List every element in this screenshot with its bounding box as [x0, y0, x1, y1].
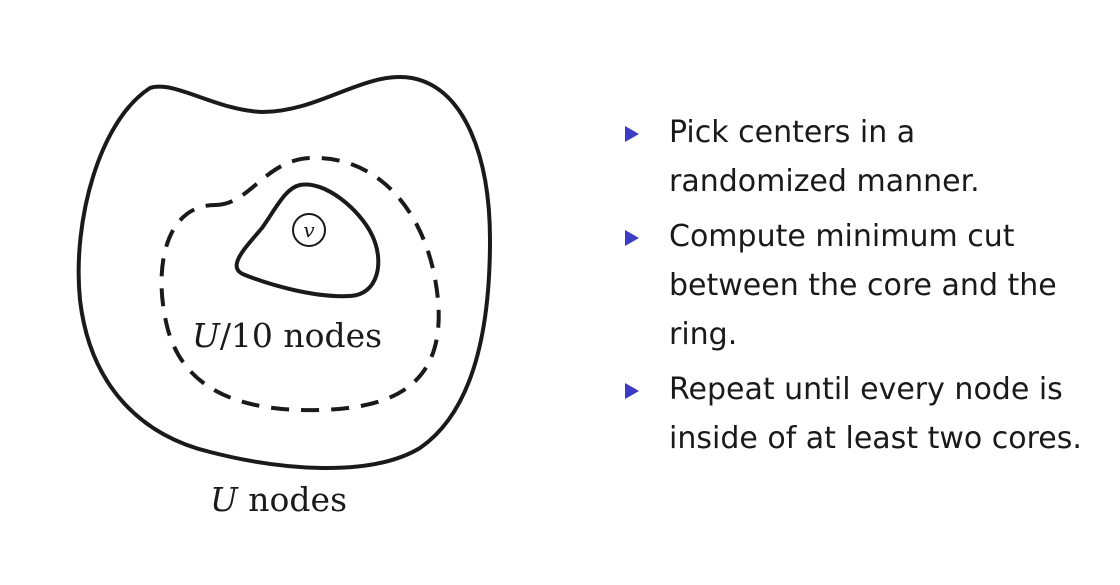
outer-region-variable: U — [210, 480, 238, 519]
triangle-right-icon — [625, 383, 639, 399]
region-diagram-svg — [76, 75, 492, 471]
center-node-label: v — [303, 218, 315, 242]
region-diagram: v U/10 nodes U nodes — [76, 75, 492, 519]
bullet-item-repeat: Repeat until every node is inside of at … — [625, 365, 1095, 463]
outer-region-text: nodes — [237, 480, 348, 519]
triangle-right-icon — [625, 230, 639, 246]
outer-region-boundary — [76, 75, 492, 471]
bullet-text: Compute minimum cut between the core and… — [669, 219, 1057, 352]
bullet-text: Pick centers in a randomized manner. — [669, 115, 980, 199]
bullet-text: Repeat until every node is inside of at … — [669, 372, 1082, 456]
bullet-list: Pick centers in a randomized manner. Com… — [625, 108, 1095, 469]
triangle-right-icon — [625, 126, 639, 142]
inner-region-variable: U — [192, 316, 220, 355]
core-boundary — [234, 182, 381, 299]
ring-boundary-dashed — [159, 155, 441, 413]
inner-region-text: /10 nodes — [219, 316, 383, 355]
center-node: v — [292, 213, 326, 247]
outer-region-label: U nodes — [210, 480, 347, 519]
inner-region-label: U/10 nodes — [192, 316, 382, 355]
bullet-item-pick-centers: Pick centers in a randomized manner. — [625, 108, 1095, 206]
bullet-item-compute-cut: Compute minimum cut between the core and… — [625, 212, 1095, 359]
